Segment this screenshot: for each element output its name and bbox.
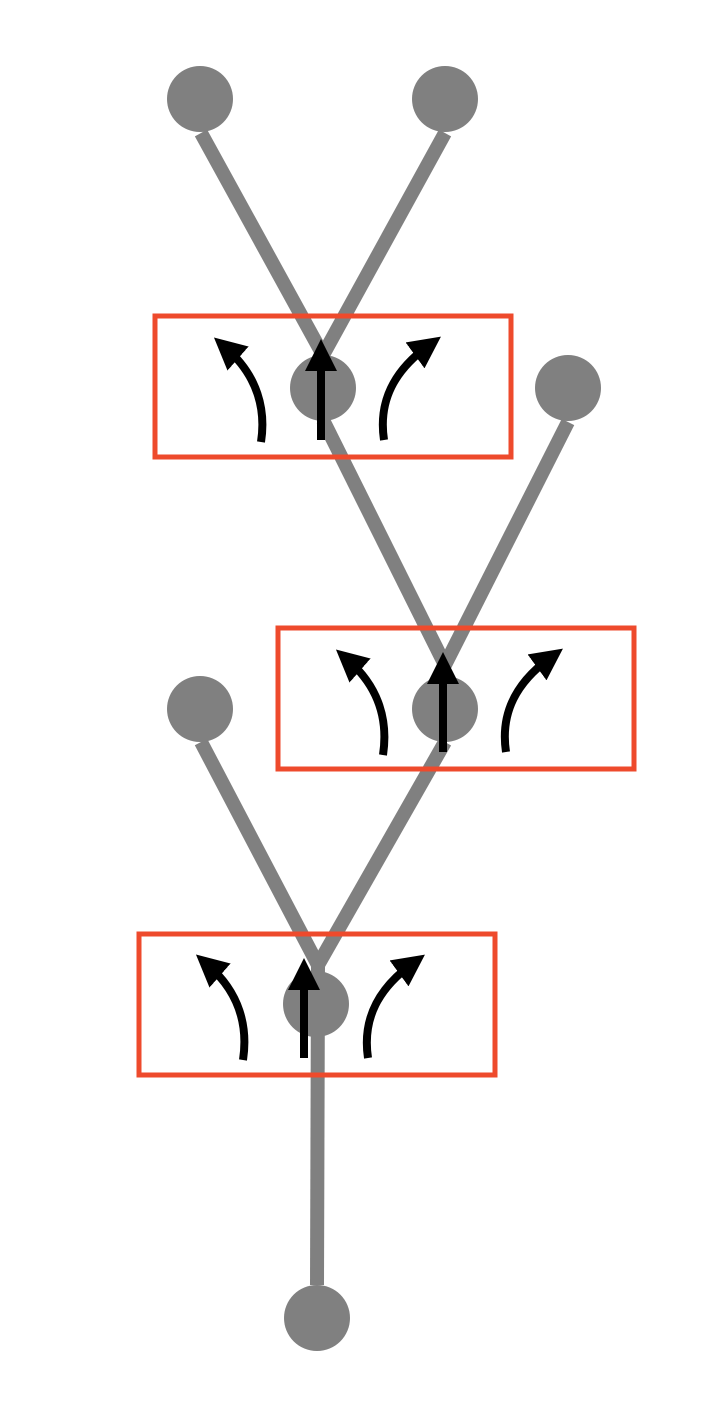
node-root: [284, 1285, 350, 1351]
edge-middle-junction-to-right-leaf: [438, 418, 575, 669]
junction-upper-arrows: [213, 336, 441, 443]
node-left-leaf: [167, 676, 233, 742]
edge-lower-junction-to-left-leaf: [194, 738, 325, 969]
node-right-leaf: [535, 355, 601, 421]
edge-upper-junction-to-top-right-leaf: [316, 129, 452, 359]
turn-left-arrow-icon: [195, 954, 249, 1061]
turn-right-arrow-icon: [378, 336, 441, 441]
edge-lower-junction-to-middle-junction: [311, 738, 452, 969]
junction-box-lower: [136, 931, 498, 1078]
node-top-left: [167, 66, 233, 132]
junction-middle-arrows: [335, 648, 563, 756]
junction-box-upper: [152, 313, 514, 460]
turn-right-arrow-icon: [362, 954, 425, 1059]
junction-box-middle: [275, 625, 637, 772]
turn-left-arrow-icon: [335, 649, 389, 756]
turn-right-arrow-icon: [500, 648, 563, 753]
junction-lower-arrows: [195, 954, 425, 1061]
node-lower-junction: [283, 971, 349, 1037]
node-top-right: [412, 66, 478, 132]
turn-left-arrow-icon: [213, 337, 267, 443]
edge-upper-junction-to-top-left-leaf: [194, 129, 330, 359]
edge-middle-junction-to-upper-junction: [316, 416, 452, 669]
junction-boxes: [136, 313, 637, 1078]
